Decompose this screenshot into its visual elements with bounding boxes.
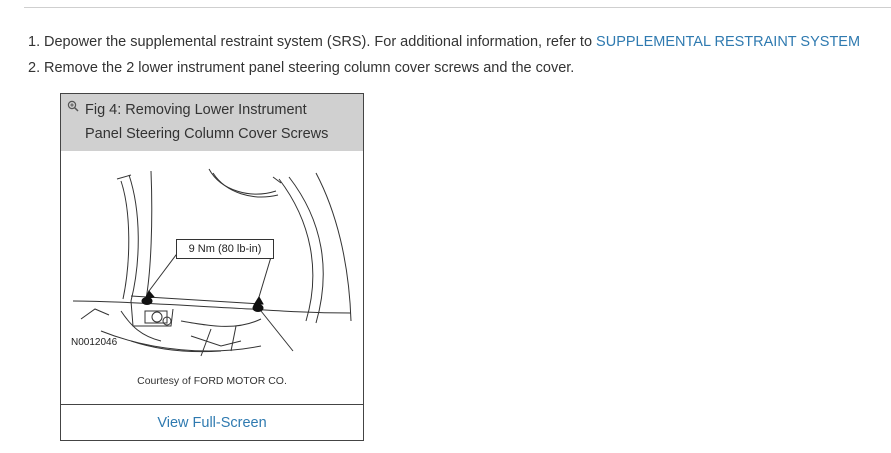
line-drawing — [72, 168, 352, 357]
torque-callout: 9 Nm (80 lb-in) — [176, 239, 274, 259]
step-2: 2.Remove the 2 lower instrument panel st… — [28, 55, 891, 81]
step-1: 1.Depower the supplemental restraint sys… — [28, 29, 891, 55]
figure-card: Fig 4: Removing Lower Instrument Panel S… — [60, 93, 364, 441]
steering-column-illustration[interactable]: 9 Nm (80 lb-in) N0012046 Courtesy of FOR… — [61, 151, 363, 404]
step-number: 2. — [28, 60, 41, 76]
step-number: 1. — [28, 34, 41, 50]
procedure-steps: 1.Depower the supplemental restraint sys… — [28, 29, 891, 81]
zoom-in-icon[interactable] — [67, 100, 79, 112]
step-text: Depower the supplemental restraint syste… — [44, 34, 597, 50]
figure-footer: View Full-Screen — [61, 404, 363, 441]
view-full-screen-link[interactable]: View Full-Screen — [157, 415, 267, 431]
drawing-id: N0012046 — [71, 337, 118, 348]
srs-reference-link[interactable]: SUPPLEMENTAL RESTRAINT SYSTEM — [596, 34, 861, 50]
figure-title-line-2: Panel Steering Column Cover Screws — [85, 126, 329, 142]
figure-title-line-1: Fig 4: Removing Lower Instrument — [85, 102, 307, 118]
step-text: Remove the 2 lower instrument panel stee… — [44, 60, 575, 76]
figure-header: Fig 4: Removing Lower Instrument Panel S… — [61, 94, 363, 151]
figure-title: Fig 4: Removing Lower Instrument Panel S… — [85, 98, 361, 146]
top-divider — [24, 7, 891, 8]
image-courtesy: Courtesy of FORD MOTOR CO. — [137, 375, 287, 387]
